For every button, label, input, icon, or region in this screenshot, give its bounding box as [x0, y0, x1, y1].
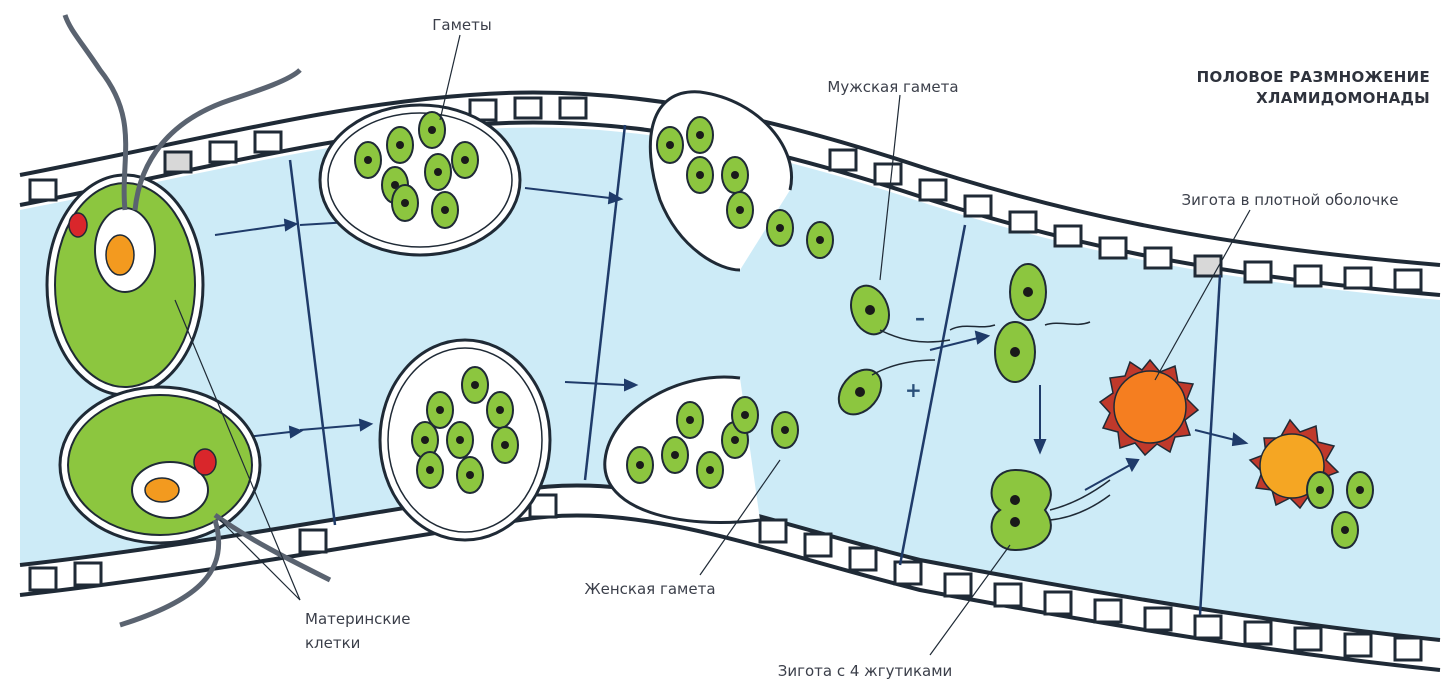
diagram-title-line2: ХЛАМИДОМОНАДЫ — [1256, 89, 1430, 107]
label-mother-cells-1: Материнские — [305, 610, 410, 628]
plus-sign: + — [905, 378, 922, 402]
label-male-gamete: Мужская гамета — [827, 78, 958, 96]
gamete-cluster-top — [320, 105, 520, 255]
label-zygote-flagella: Зигота с 4 жгутиками — [778, 662, 953, 680]
label-mother-cells-2: клетки — [305, 634, 360, 652]
label-zygote-shell: Зигота в плотной оболочке — [1181, 191, 1398, 209]
label-gametes: Гаметы — [432, 16, 491, 34]
diagram-title-line1: ПОЛОВОЕ РАЗМНОЖЕНИЕ — [1197, 68, 1430, 86]
minus-sign: – — [915, 306, 925, 330]
gamete-cluster-bottom — [380, 340, 550, 540]
label-female-gamete: Женская гамета — [584, 580, 715, 598]
